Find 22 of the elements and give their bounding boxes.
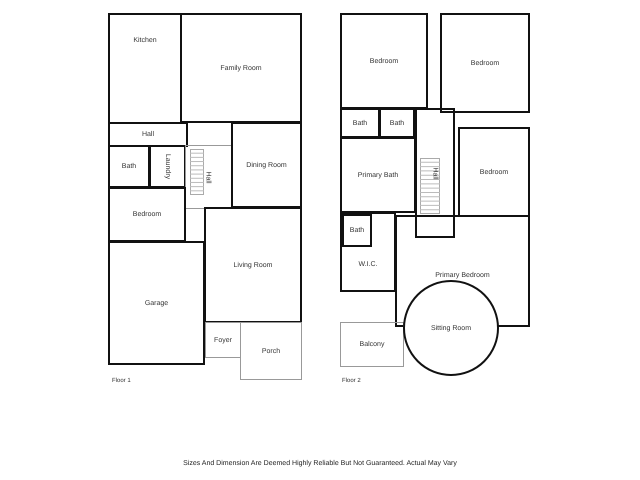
room-outline [340, 108, 380, 138]
room-outline [231, 122, 302, 208]
room-outline [379, 108, 415, 138]
room-outline [415, 108, 455, 238]
room-outline [149, 145, 186, 188]
room-outline [340, 13, 428, 109]
room-outline [458, 127, 530, 217]
room-outline [340, 137, 416, 213]
room-outline [180, 13, 302, 123]
room-outline [340, 212, 396, 292]
room-outline [240, 322, 302, 380]
room-outline [204, 207, 302, 323]
room-outline [340, 322, 404, 367]
room-outline [108, 241, 205, 365]
room-outline [440, 13, 530, 113]
room-outline [108, 145, 150, 188]
room-outline [108, 187, 186, 242]
room-outline [108, 122, 188, 147]
room-outline [342, 214, 372, 247]
room-outline [205, 322, 241, 358]
room-outline [185, 145, 232, 209]
room-outline [108, 13, 182, 124]
